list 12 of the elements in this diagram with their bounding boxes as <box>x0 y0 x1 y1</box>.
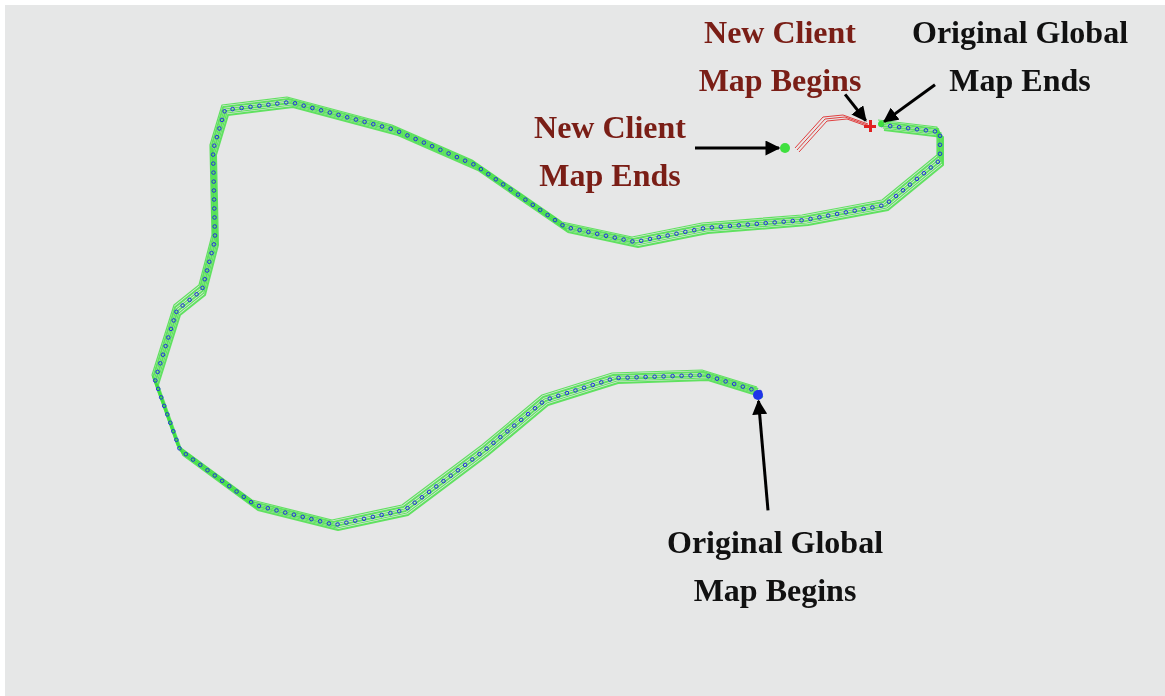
callout-text: Original Global Map Begins <box>635 518 915 614</box>
start-marker <box>864 120 876 132</box>
callout-text: New Client Map Begins <box>675 8 885 104</box>
callout-text: Original Global Map Ends <box>885 8 1155 104</box>
leader-arrow <box>695 140 781 156</box>
map-point <box>780 143 790 153</box>
leader-arrow <box>843 93 867 122</box>
callout-text: New Client Map Ends <box>505 103 715 199</box>
leader-arrow <box>883 83 936 123</box>
leader-arrow <box>752 399 770 511</box>
map-point <box>753 390 763 400</box>
map-point <box>878 121 884 127</box>
